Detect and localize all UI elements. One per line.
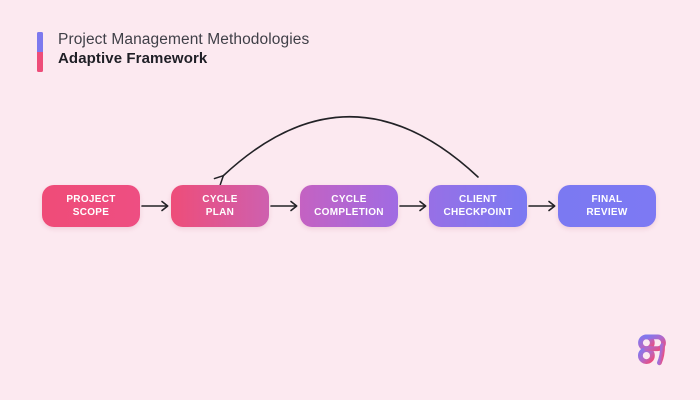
step-project-scope: PROJECT SCOPE <box>42 185 140 227</box>
step-label-line1: CYCLE <box>331 194 367 205</box>
step-label-line1: CLIENT <box>459 194 497 205</box>
step-final-review: FINAL REVIEW <box>558 185 656 227</box>
flow-row: PROJECT SCOPE CYCLE PLAN CYCLE COMPLETIO… <box>42 185 656 227</box>
page-title: Project Management Methodologies <box>58 31 310 48</box>
step-label-line2: REVIEW <box>586 207 628 218</box>
step-cycle-plan: CYCLE PLAN <box>171 185 269 227</box>
step-cycle-completion: CYCLE COMPLETION <box>300 185 398 227</box>
page-subtitle: Adaptive Framework <box>58 50 208 67</box>
arrow-right-icon <box>269 185 300 227</box>
step-label-line1: CYCLE <box>202 194 238 205</box>
step-label-line2: CHECKPOINT <box>443 207 513 218</box>
accent-bar <box>37 32 43 72</box>
step-label-line1: FINAL <box>591 194 623 205</box>
step-label-line2: SCOPE <box>72 207 110 218</box>
arrow-right-icon <box>527 185 558 227</box>
brand-logo-icon <box>637 334 666 366</box>
arrow-right-icon <box>398 185 429 227</box>
header: Project Management Methodologies Adaptiv… <box>37 30 309 72</box>
header-text: Project Management Methodologies Adaptiv… <box>58 30 309 72</box>
step-client-checkpoint: CLIENT CHECKPOINT <box>429 185 527 227</box>
arrow-right-icon <box>140 185 171 227</box>
step-label-line2: PLAN <box>205 207 235 218</box>
step-label-line2: COMPLETION <box>314 207 384 218</box>
step-label-line1: PROJECT <box>66 194 116 205</box>
